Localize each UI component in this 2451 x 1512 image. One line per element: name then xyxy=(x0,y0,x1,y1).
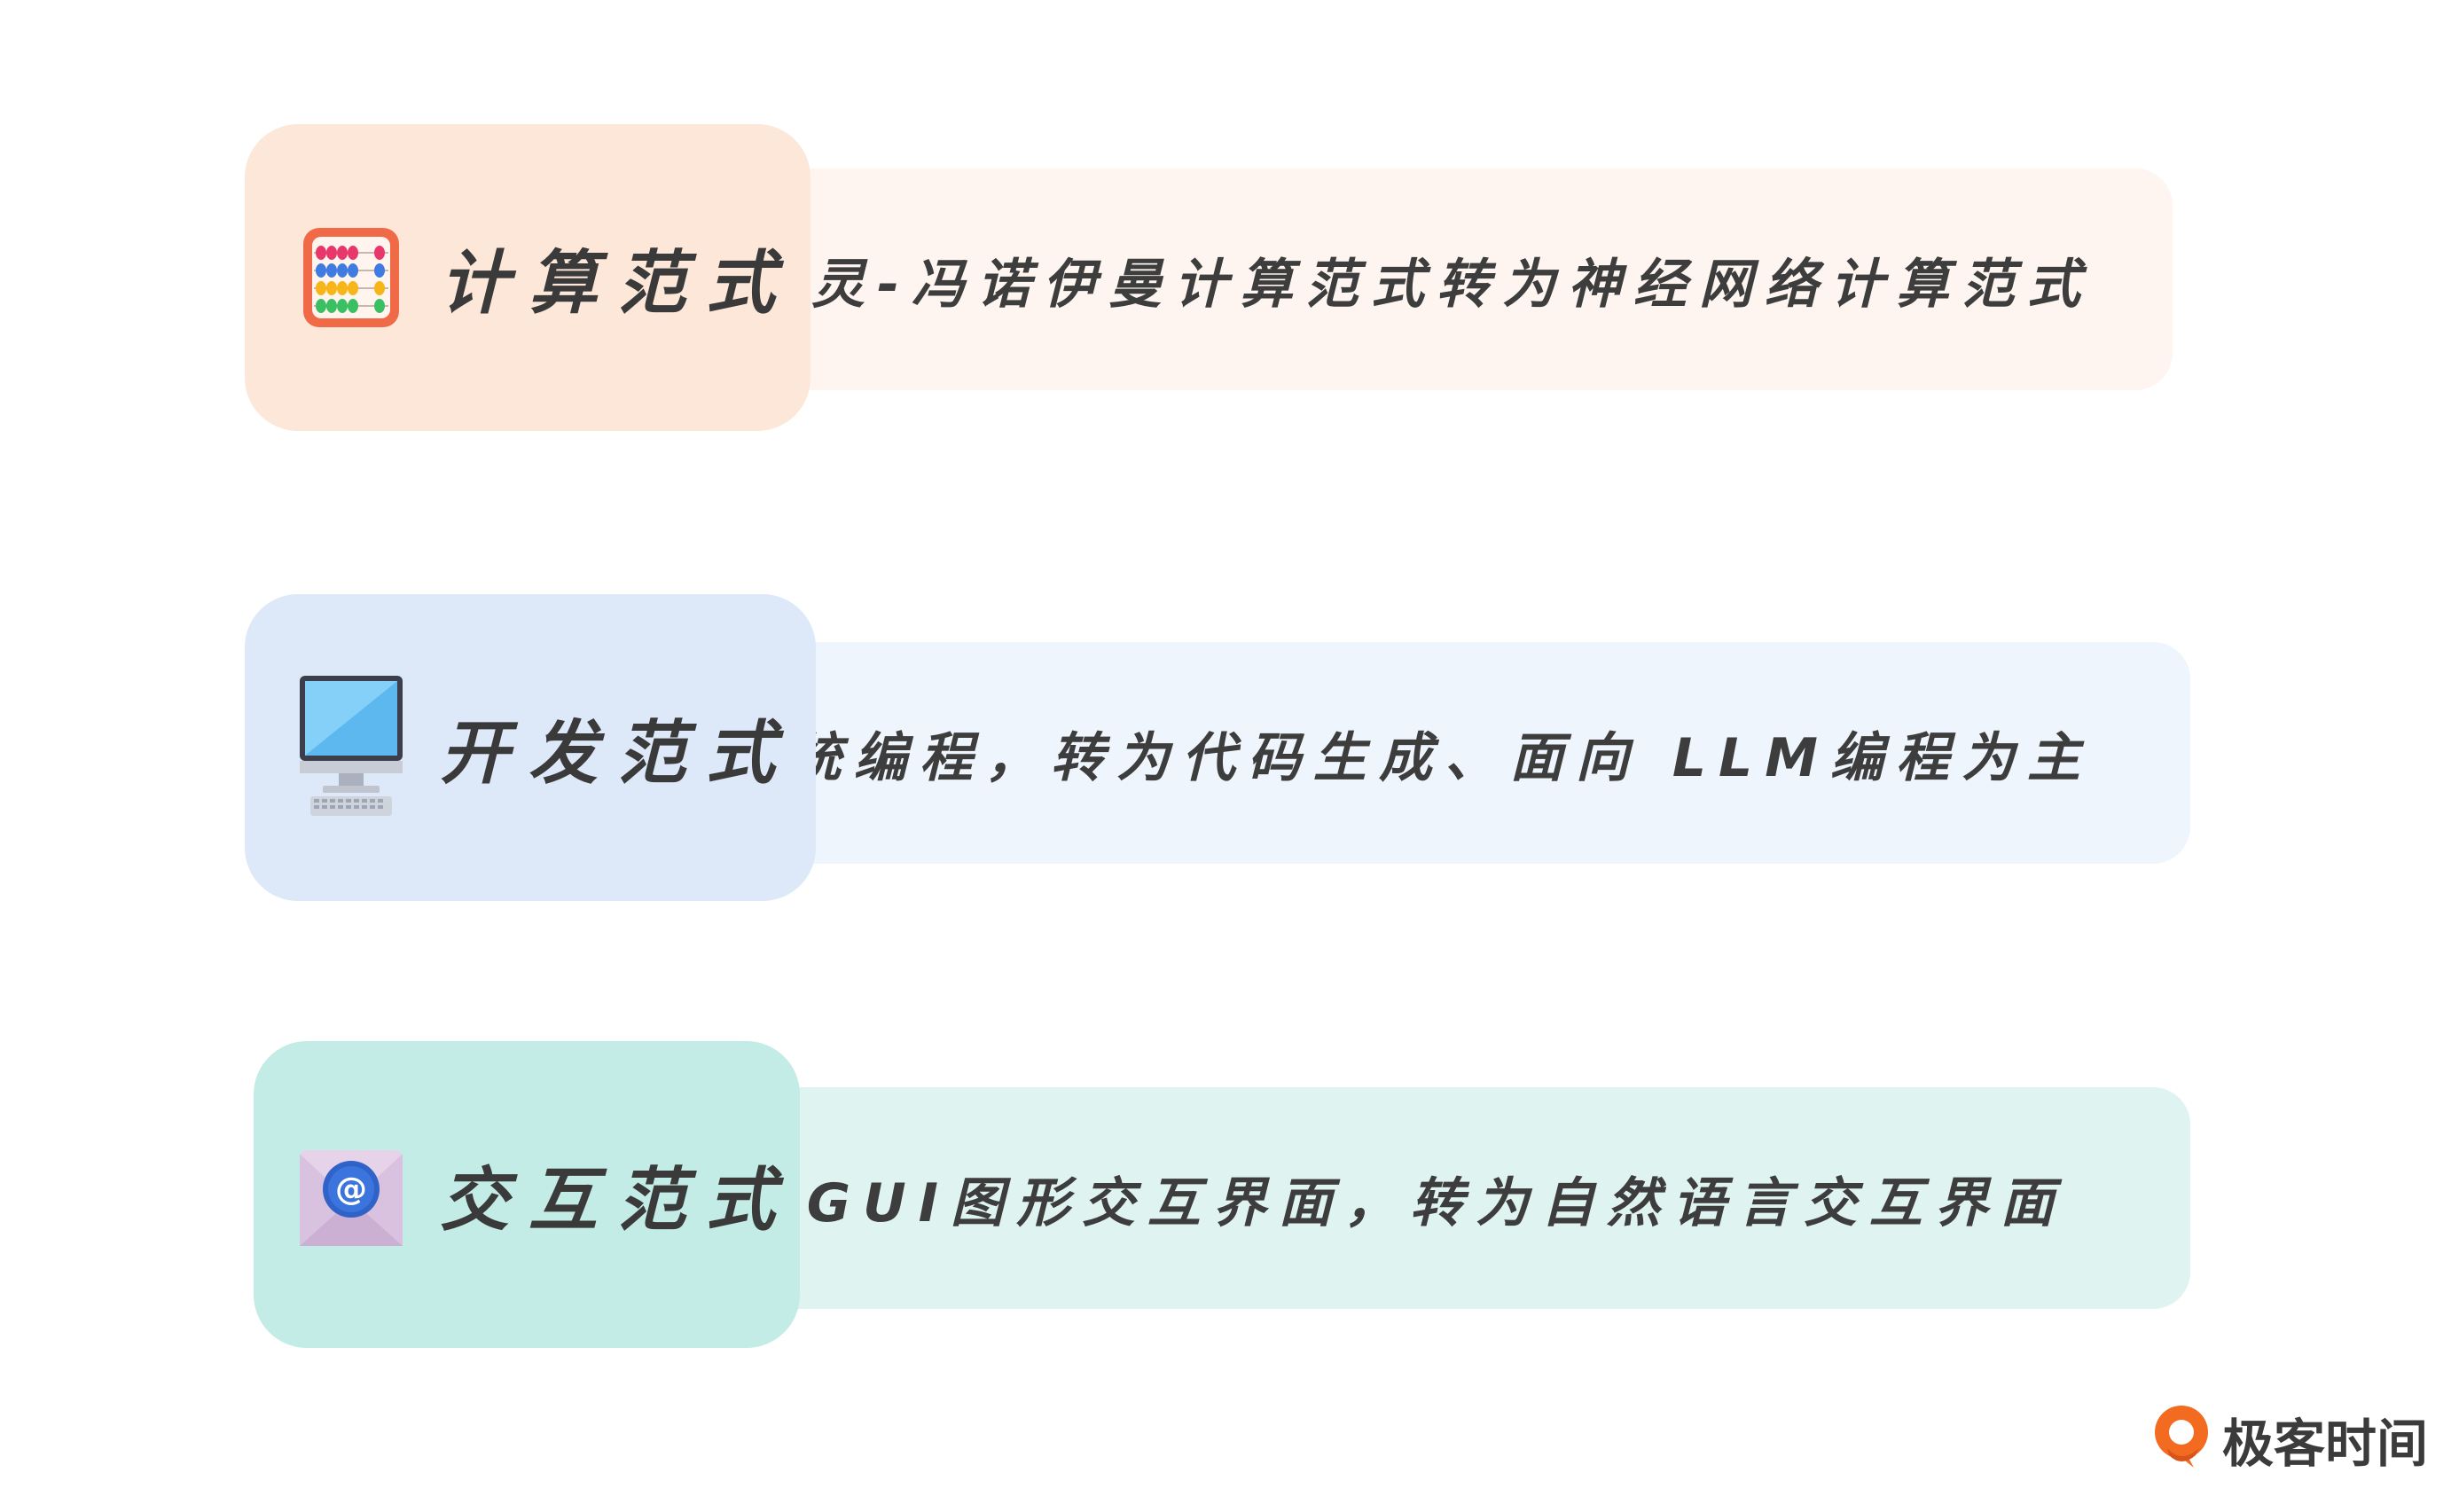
desktop-computer-icon xyxy=(298,672,404,823)
logo-text: 极客时间 xyxy=(2221,1414,2428,1474)
svg-text:@: @ xyxy=(335,1171,367,1208)
label-text: 交互范式 xyxy=(440,1161,795,1241)
paradigm-row-computing: 从图灵-冯诺伊曼计算范式转为神经网络计算范式 xyxy=(0,0,2451,431)
label-box: 开发范式 xyxy=(245,594,816,901)
geektime-logo-icon xyxy=(2150,1402,2217,1477)
paradigm-row-development: 从传统编程，转为代码生成、面向 LLM编程为主 开发范 xyxy=(0,0,2451,901)
abacus-icon xyxy=(298,224,404,331)
label-box: 计算范式 xyxy=(245,124,810,431)
description-box: 从 GUI图形交互界面，转为自然语言交互界面 xyxy=(710,1087,2190,1309)
label-text: 计算范式 xyxy=(440,244,795,324)
description-text: 从 GUI图形交互界面，转为自然语言交互界面 xyxy=(709,1171,2066,1234)
description-text: 从图灵-冯诺伊曼计算范式转为神经网络计算范式 xyxy=(680,253,2093,316)
email-envelope-icon: @ xyxy=(298,1141,404,1248)
description-text: 从传统编程，转为代码生成、面向 LLM编程为主 xyxy=(656,726,2093,789)
description-box: 从传统编程，转为代码生成、面向 LLM编程为主 xyxy=(657,642,2190,864)
geektime-logo: 极客时间 xyxy=(2150,1402,2428,1477)
label-box: @ 交互范式 xyxy=(254,1041,800,1348)
description-box: 从图灵-冯诺伊曼计算范式转为神经网络计算范式 xyxy=(680,168,2173,390)
label-text: 开发范式 xyxy=(440,714,795,794)
paradigm-row-interaction: 从 GUI图形交互界面，转为自然语言交互界面 @ 交互范式 xyxy=(0,0,2451,1348)
